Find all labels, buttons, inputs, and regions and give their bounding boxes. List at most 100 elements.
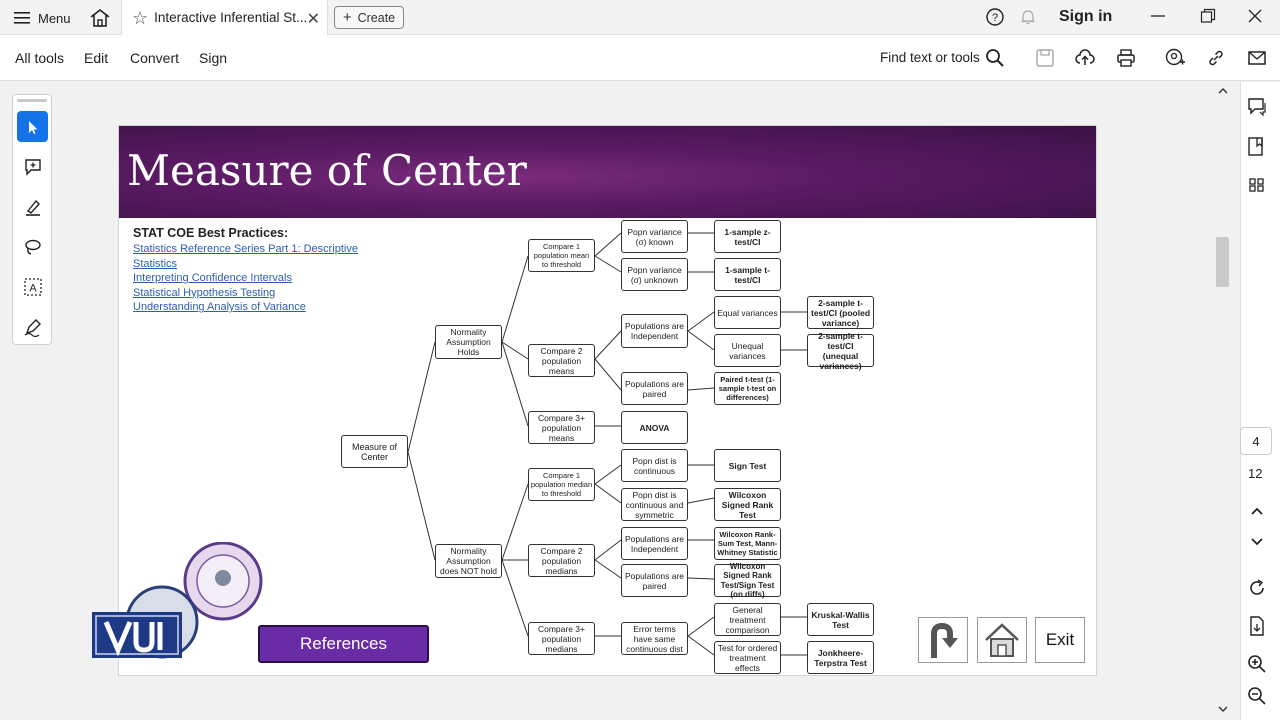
create-button[interactable]: + Create (334, 6, 404, 29)
references-button[interactable]: References (258, 625, 429, 663)
home-icon[interactable] (89, 8, 111, 28)
node-dist-continuous-symmetric[interactable]: Popn dist is continuous and symmetric (621, 488, 688, 521)
node-compare1-mean[interactable]: Compare 1 population mean to threshold (528, 239, 595, 272)
link-icon[interactable] (1206, 48, 1226, 68)
node-var-known[interactable]: Popn variance (σ) known (621, 220, 688, 253)
quick-tools-rail: A (12, 94, 52, 345)
bookmarks-icon[interactable] (1246, 135, 1268, 157)
find-text-tools[interactable]: Find text or tools (880, 50, 980, 65)
node-sign-test[interactable]: Sign Test (714, 449, 781, 482)
close-tab-icon[interactable]: ✕ (306, 11, 320, 28)
select-tool[interactable] (17, 111, 48, 142)
node-root[interactable]: Measure of Center (341, 435, 408, 468)
node-normal[interactable]: Normality Assumption Holds (435, 325, 502, 359)
node-compare1-median[interactable]: Compare 1 population median to threshold (528, 468, 595, 501)
edit-menu[interactable]: Edit (84, 50, 109, 66)
previous-page-icon[interactable] (1246, 500, 1268, 522)
node-var-unknown[interactable]: Popn variance (σ) unknown (621, 258, 688, 291)
link-reference-series[interactable]: Statistics Reference Series Part 1: Desc… (133, 243, 358, 255)
best-practices-title: STAT COE Best Practices: (133, 226, 289, 240)
email-icon[interactable] (1247, 48, 1267, 68)
scroll-up-icon[interactable] (1217, 86, 1229, 96)
organization-logos (92, 542, 263, 659)
node-general-treatment[interactable]: General treatment comparison (714, 603, 781, 636)
node-pop-paired[interactable]: Populations are paired (621, 372, 688, 405)
link-confidence-intervals[interactable]: Interpreting Confidence Intervals (133, 272, 292, 285)
node-ordered-treatment[interactable]: Test for ordered treatment effects (714, 641, 781, 674)
node-pop-paired-2[interactable]: Populations are paired (621, 564, 688, 597)
window-close-icon[interactable] (1247, 8, 1263, 24)
node-error-terms[interactable]: Error terms have same continuous dist (621, 622, 688, 655)
node-dist-continuous[interactable]: Popn dist is continuous (621, 449, 688, 482)
node-anova[interactable]: ANOVA (621, 411, 688, 444)
drag-handle[interactable] (17, 99, 47, 102)
home-nav-button[interactable] (977, 617, 1027, 663)
current-page-input[interactable]: 4 (1240, 427, 1272, 455)
node-t-test[interactable]: 1-sample t-test/CI (714, 258, 781, 291)
node-pop-independent-2[interactable]: Populations are Independent (621, 527, 688, 560)
tab-title: Interactive Inferential St... (154, 10, 308, 25)
node-not-normal[interactable]: Normality Assumption does NOT hold (435, 544, 502, 578)
add-comment-tool[interactable] (17, 151, 48, 182)
exit-label: Exit (1045, 630, 1075, 649)
sign-menu[interactable]: Sign (199, 50, 228, 66)
node-equal-var[interactable]: Equal variances (714, 296, 781, 329)
node-pooled-t[interactable]: 2-sample t-test/CI (pooled variance) (807, 296, 874, 329)
slide-banner: Measure of Center (119, 126, 1096, 218)
next-page-icon[interactable] (1246, 531, 1268, 553)
link-reference-series-cont[interactable]: Statistics (133, 257, 178, 270)
zoom-out-icon[interactable] (1246, 685, 1268, 707)
flowchart-connectors (407, 232, 807, 656)
node-compare2-medians[interactable]: Compare 2 population medians (528, 544, 595, 577)
document-tab[interactable]: ☆ Interactive Inferential St... ✕ (121, 0, 328, 35)
thumbnails-icon[interactable] (1246, 174, 1268, 196)
scroll-down-icon[interactable] (1217, 704, 1229, 714)
node-paired-t[interactable]: Paired t-test (1-sample t-test on differ… (714, 372, 781, 405)
text-recognition-tool[interactable]: A (17, 271, 48, 302)
link-hypothesis-testing[interactable]: Statistical Hypothesis Testing (133, 286, 276, 299)
node-wilcoxon-signed-rank[interactable]: Wilcoxon Signed Rank Test (714, 488, 781, 521)
node-unequal-t[interactable]: 2-sample t-test/CI (unequal variances) (807, 331, 874, 371)
node-jonckheere[interactable]: Jonkheere-Terpstra Test (807, 641, 874, 674)
vertical-scrollbar[interactable] (1215, 82, 1232, 720)
search-icon[interactable] (985, 48, 1005, 68)
refresh-icon[interactable] (1246, 577, 1268, 599)
save-page-icon[interactable] (1246, 615, 1268, 637)
pen-sign-icon (24, 318, 41, 337)
star-icon[interactable]: ☆ (132, 7, 149, 28)
node-wilcoxon-rank-sum[interactable]: Wilcoxon Rank-Sum Test, Mann-Whitney Sta… (714, 527, 781, 560)
convert-menu[interactable]: Convert (130, 50, 180, 66)
scroll-thumb[interactable] (1216, 237, 1229, 287)
svg-text:A: A (29, 282, 37, 294)
node-pop-independent[interactable]: Populations are Independent (621, 314, 688, 348)
fill-sign-tool[interactable] (17, 311, 48, 342)
notification-bell-icon[interactable] (1019, 8, 1037, 26)
node-compare3-medians[interactable]: Compare 3+ population medians (528, 622, 595, 655)
zoom-in-icon[interactable] (1246, 653, 1268, 675)
restore-icon[interactable] (1200, 8, 1216, 24)
upload-cloud-icon[interactable] (1075, 48, 1095, 68)
draw-tool[interactable] (17, 231, 48, 262)
node-compare2-means[interactable]: Compare 2 population means (528, 344, 595, 377)
menu-button[interactable]: Menu (8, 6, 77, 30)
node-kruskal-wallis[interactable]: Kruskal-Wallis Test (807, 603, 874, 636)
svg-text:?: ? (992, 12, 998, 24)
highlight-tool[interactable] (17, 191, 48, 222)
link-anova[interactable]: Understanding Analysis of Variance (133, 301, 306, 314)
print-icon[interactable] (1116, 48, 1136, 68)
comments-icon[interactable] (1246, 96, 1268, 118)
exit-button[interactable]: Exit (1035, 617, 1085, 663)
node-z-test[interactable]: 1-sample z-test/CI (714, 220, 781, 253)
node-wilcoxon-sign-diffs[interactable]: Wilcoxon Signed Rank Test/Sign Test (on … (714, 562, 781, 599)
create-label: Create (357, 10, 396, 25)
back-button[interactable] (918, 617, 968, 663)
node-unequal-var[interactable]: Unequal variances (714, 334, 781, 367)
help-icon[interactable]: ? (986, 8, 1004, 26)
sign-in-link[interactable]: Sign in (1059, 8, 1113, 25)
add-user-icon[interactable] (1165, 48, 1185, 68)
node-compare3-means[interactable]: Compare 3+ population means (528, 411, 595, 444)
save-icon[interactable] (1035, 48, 1055, 68)
toolbar: All tools Edit Convert Sign Find text or… (0, 35, 1280, 81)
all-tools-menu[interactable]: All tools (15, 50, 65, 66)
minimize-icon[interactable] (1150, 8, 1166, 24)
